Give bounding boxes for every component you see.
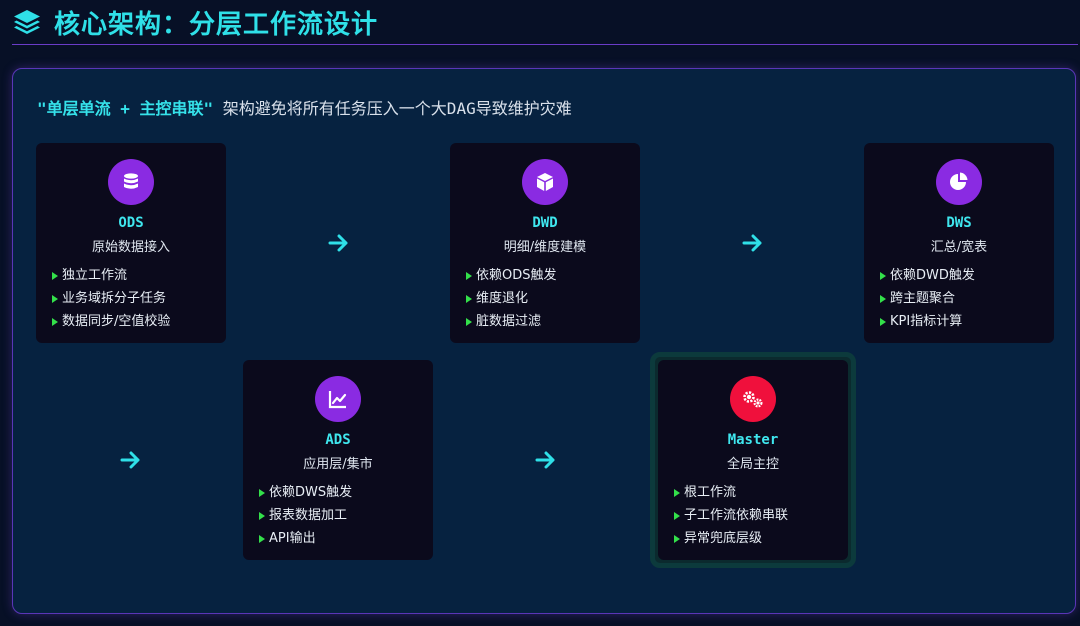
- layer-name: ODS: [118, 215, 144, 231]
- list-item: 跨主题聚合: [880, 287, 975, 310]
- layer-feature-list: 独立工作流 业务域拆分子任务 数据同步/空值校验: [52, 264, 170, 333]
- pie-chart-icon: [936, 159, 982, 205]
- bullet-triangle-icon: [466, 294, 472, 303]
- bullet-triangle-icon: [466, 271, 472, 280]
- list-item: 根工作流: [674, 481, 788, 504]
- list-item: 子工作流依赖串联: [674, 504, 788, 527]
- bullet-triangle-icon: [259, 511, 265, 520]
- database-icon: [108, 159, 154, 205]
- layer-name: ADS: [325, 432, 351, 448]
- layer-name: DWS: [946, 215, 972, 231]
- page-title: 核心架构：分层工作流设计: [54, 9, 379, 40]
- bullet-triangle-icon: [259, 488, 265, 497]
- arrow-right-icon: [534, 450, 558, 470]
- intro-highlight: "单层单流 + 主控串联": [37, 99, 214, 118]
- bullet-triangle-icon: [52, 294, 58, 303]
- list-item: 依赖ODS触发: [466, 264, 557, 287]
- bullet-triangle-icon: [880, 271, 886, 280]
- layer-card-ods[interactable]: ODS 原始数据接入 独立工作流 业务域拆分子任务 数据同步/空值校验: [36, 143, 226, 343]
- list-item: 异常兜底层级: [674, 527, 788, 550]
- layer-subtitle: 应用层/集市: [303, 457, 373, 472]
- layer-feature-list: 依赖ODS触发 维度退化 脏数据过滤: [466, 264, 557, 333]
- layer-name: DWD: [532, 215, 558, 231]
- layer-card-master[interactable]: Master 全局主控 根工作流 子工作流依赖串联 异常兜底层级: [658, 360, 848, 560]
- list-item: 依赖DWS触发: [259, 481, 352, 504]
- bullet-triangle-icon: [674, 488, 680, 497]
- list-item: 依赖DWD触发: [880, 264, 975, 287]
- layer-subtitle: 明细/维度建模: [503, 240, 587, 255]
- layer-card-ads[interactable]: ADS 应用层/集市 依赖DWS触发 报表数据加工 API输出: [243, 360, 433, 560]
- bullet-triangle-icon: [674, 511, 680, 520]
- intro-text: "单层单流 + 主控串联" 架构避免将所有任务压入一个大DAG导致维护灾难: [37, 95, 572, 119]
- list-item: 数据同步/空值校验: [52, 310, 170, 333]
- bullet-triangle-icon: [466, 317, 472, 326]
- bullet-triangle-icon: [880, 294, 886, 303]
- bullet-triangle-icon: [52, 317, 58, 326]
- list-item: KPI指标计算: [880, 310, 975, 333]
- list-item: 维度退化: [466, 287, 557, 310]
- intro-description: 架构避免将所有任务压入一个大DAG导致维护灾难: [213, 99, 572, 118]
- line-chart-icon: [315, 376, 361, 422]
- list-item: 业务域拆分子任务: [52, 287, 170, 310]
- layer-feature-list: 依赖DWS触发 报表数据加工 API输出: [259, 481, 352, 550]
- layer-subtitle: 原始数据接入: [91, 240, 170, 255]
- arrow-right-icon: [741, 233, 765, 253]
- layer-card-dws[interactable]: DWS 汇总/宽表 依赖DWD触发 跨主题聚合 KPI指标计算: [864, 143, 1054, 343]
- layer-name: Master: [727, 432, 779, 448]
- architecture-panel: "单层单流 + 主控串联" 架构避免将所有任务压入一个大DAG导致维护灾难 OD…: [12, 68, 1076, 614]
- layer-feature-list: 依赖DWD触发 跨主题聚合 KPI指标计算: [880, 264, 975, 333]
- bullet-triangle-icon: [259, 534, 265, 543]
- layer-subtitle: 汇总/宽表: [930, 240, 988, 255]
- list-item: API输出: [259, 527, 352, 550]
- master-highlight-frame: Master 全局主控 根工作流 子工作流依赖串联 异常兜底层级: [650, 352, 856, 568]
- bullet-triangle-icon: [52, 271, 58, 280]
- bullet-triangle-icon: [674, 534, 680, 543]
- arrow-right-icon: [119, 450, 143, 470]
- layer-feature-list: 根工作流 子工作流依赖串联 异常兜底层级: [674, 481, 788, 550]
- list-item: 报表数据加工: [259, 504, 352, 527]
- list-item: 脏数据过滤: [466, 310, 557, 333]
- list-item: 独立工作流: [52, 264, 170, 287]
- layer-subtitle: 全局主控: [726, 457, 779, 472]
- arrow-right-icon: [327, 233, 351, 253]
- gears-icon: [730, 376, 776, 422]
- header: 核心架构：分层工作流设计: [12, 0, 1078, 45]
- layers-icon: [12, 7, 42, 37]
- cube-icon: [522, 159, 568, 205]
- bullet-triangle-icon: [880, 317, 886, 326]
- layer-card-dwd[interactable]: DWD 明细/维度建模 依赖ODS触发 维度退化 脏数据过滤: [450, 143, 640, 343]
